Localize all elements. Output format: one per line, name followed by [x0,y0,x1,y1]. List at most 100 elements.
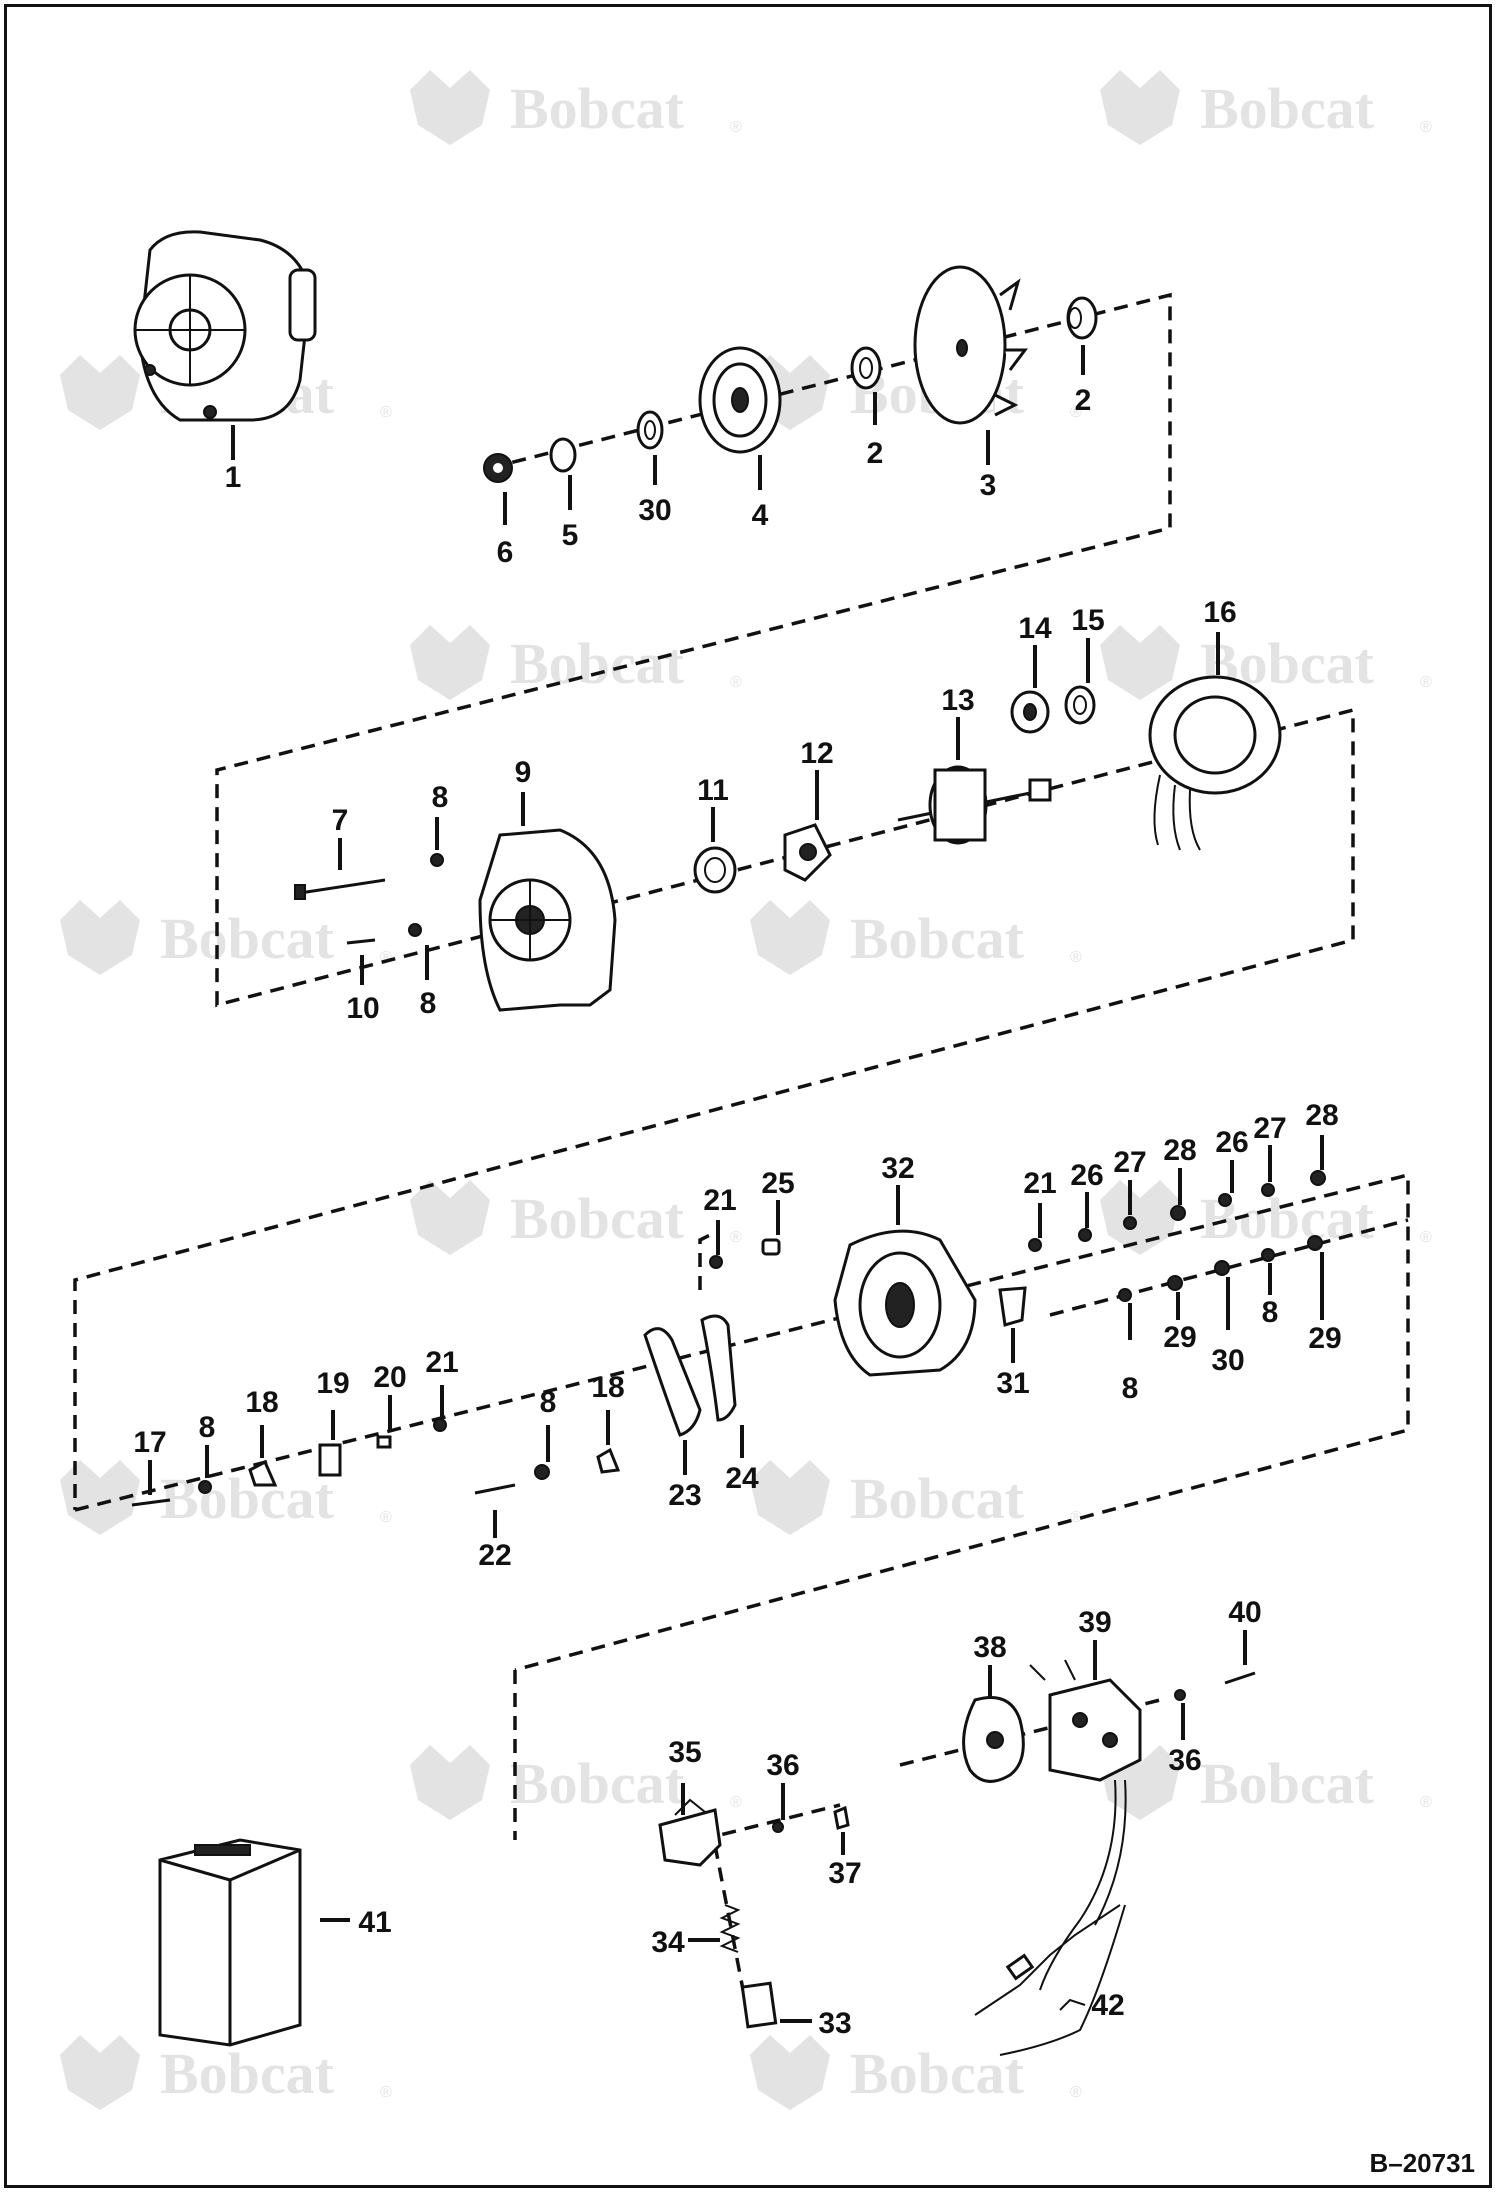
watermark: Bobcat ® [1100,1745,1432,1820]
watermark-brand: Bobcat [510,631,685,696]
callout-32: 32 [881,1152,914,1185]
watermark-brand: Bobcat [510,1186,685,1251]
callout-37: 37 [828,1857,861,1890]
watermark-reg: ® [380,949,392,966]
bobcat-logo-icon [1100,70,1180,145]
figure-code: B–20731 [1369,2148,1475,2178]
bobcat-logo-icon [1100,1180,1180,1255]
watermark: Bobcat ® [60,2035,392,2110]
callout-42: 42 [1091,1989,1124,2022]
watermark-reg: ® [1420,1794,1432,1811]
bobcat-logo-icon [410,70,490,145]
part-8-washer [198,1480,212,1494]
watermark-reg: ® [380,1509,392,1526]
part-39-rectifier [1029,1659,1142,1991]
part-26-washer [1078,1228,1092,1242]
watermark-reg: ® [380,2084,392,2101]
part-28-nut [1170,1205,1186,1221]
bobcat-logo-icon [1100,625,1180,700]
callout-labels: 1 2 2 3 4 5 6 30 7 8 8 9 10 11 12 13 14 … [133,384,1341,2040]
part-32-end-frame [833,1229,977,1377]
part-4-pulley [698,346,782,454]
assembly-lines [73,292,1410,2001]
watermark-brand: Bobcat [1200,1751,1375,1816]
watermark-brand: Bobcat [510,1751,685,1816]
part-42-harness [974,1904,1126,2056]
callout-22: 22 [478,1539,511,1572]
watermark-reg: ® [730,674,742,691]
callout-21: 21 [425,1346,458,1379]
callout-8: 8 [1122,1372,1139,1405]
part-41-battery [158,1838,302,2047]
watermark-reg: ® [1070,2084,1082,2101]
part-30-spacer [1214,1260,1230,1276]
callout-19: 19 [316,1367,349,1400]
callout-9: 9 [515,756,532,789]
part-36-washer [772,1821,784,1833]
part-28-nut [1310,1170,1326,1186]
part-15-bearing [1064,685,1096,725]
part-38-gasket [962,1696,1025,1783]
part-21-washer [1028,1238,1042,1252]
bobcat-logo-icon [60,2035,140,2110]
bobcat-logo-icon [410,625,490,700]
callout-6: 6 [497,536,514,569]
part-18-bracket [248,1459,278,1487]
part-23-bracket [643,1327,702,1437]
callout-24: 24 [725,1462,759,1495]
part-35-regulator [658,1798,722,1867]
part-20-insulator [376,1435,392,1449]
assembly-path [698,1233,711,1290]
callout-1: 1 [225,461,242,494]
part-8-washer [534,1464,550,1480]
callout-16: 16 [1203,596,1236,629]
part-11-bearing [693,846,737,894]
watermark-brand: Bobcat [510,76,685,141]
part-16-stator [1148,675,1282,851]
callout-18: 18 [245,1386,278,1419]
watermark: Bobcat ® [410,1745,742,1820]
watermark: Bobcat ® [750,2035,1082,2110]
callout-11: 11 [697,774,729,807]
watermark-brand: Bobcat [160,2041,335,2106]
callout-41: 41 [358,1906,391,1939]
callout-4: 4 [752,499,769,532]
part-2-bushing [1066,296,1098,340]
part-3-fan [913,265,1028,425]
watermark-reg: ® [1420,674,1432,691]
callout-25: 25 [761,1167,794,1200]
callout-12: 12 [800,737,833,770]
callout-35: 35 [668,1736,701,1769]
watermark-reg: ® [380,404,392,421]
part-31-terminal [998,1286,1027,1327]
part-26-washer [1218,1193,1232,1207]
watermark-brand: Bobcat [1200,76,1375,141]
part-33-brush [740,1981,778,2029]
callout-26: 26 [1215,1126,1248,1159]
part-40-bolt [1224,1671,1256,1685]
watermark: Bobcat ® [750,900,1082,975]
part-1-alternator [133,230,317,422]
part-9-housing [478,828,617,1012]
part-13-rotor [897,765,1052,845]
part-5-washer [549,437,577,473]
callout-33: 33 [818,2007,851,2040]
part-21-washer [433,1418,447,1432]
part-27-washer [1123,1216,1137,1230]
watermark: Bobcat ® [1100,70,1432,145]
callout-5: 5 [562,519,579,552]
watermark-brand: Bobcat [160,906,335,971]
assembly-path [74,1172,1410,1672]
watermark: Bobcat ® [1100,625,1432,700]
bobcat-logo-icon [410,1180,490,1255]
callout-40: 40 [1228,1596,1261,1629]
part-18-bracket [596,1447,621,1474]
callout-39: 39 [1078,1606,1111,1639]
part-8-washer [430,853,444,867]
watermark-reg: ® [1070,949,1082,966]
part-8-washer [408,923,422,937]
bobcat-logo-icon [60,355,140,430]
bobcat-logo-icon [750,900,830,975]
callout-7: 7 [332,804,349,837]
callout-30: 30 [638,494,671,527]
